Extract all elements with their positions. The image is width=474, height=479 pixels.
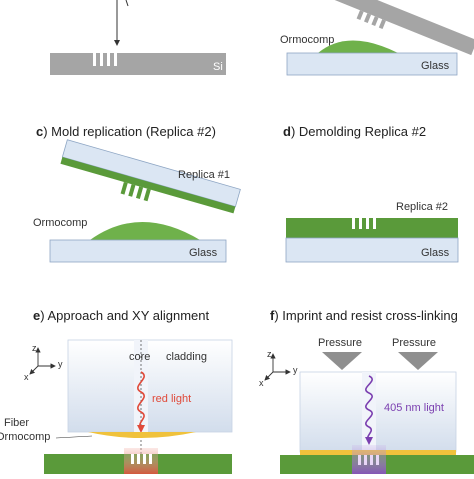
panel-f-letter: f [270, 308, 275, 323]
replica-1-label: Replica #1 [178, 169, 230, 181]
axis-x-f: x [259, 378, 264, 388]
axis-y-e: y [58, 359, 63, 369]
fiber-cladding [67, 339, 233, 433]
glass-substrate-c [49, 239, 227, 263]
replica-1-mold [60, 139, 241, 214]
core-label: core [129, 351, 150, 363]
pressure-arrow-left [322, 352, 362, 370]
pressure-label-right: Pressure [392, 337, 436, 349]
axes-e [29, 347, 56, 375]
panel-d-heading: ) Demolding Replica #2 [291, 124, 426, 139]
axis-x-e: x [24, 372, 29, 382]
ormocomp-yellow-layer [88, 432, 196, 438]
red-light-spot [124, 454, 158, 474]
ormocomp-label-c: Ormocomp [33, 217, 87, 229]
panel-c-heading: ) Mold replication (Replica #2) [43, 124, 216, 139]
glass-substrate-b [286, 52, 458, 76]
cladding-label: cladding [166, 351, 207, 363]
uv-light-wave [365, 375, 373, 441]
glass-label-b: Glass [421, 60, 450, 72]
axes-f [264, 353, 291, 381]
pressure-arrow-right [398, 352, 438, 370]
replica-2-layer [286, 218, 458, 238]
silicon-mold-trenches [93, 53, 117, 66]
panel-c-title: c) Mold replication (Replica #2) [36, 124, 216, 139]
panel-c: c) Mold replication (Replica #2) Replica… [33, 124, 241, 263]
panel-f-title: f) Imprint and resist cross-linking [270, 308, 458, 323]
3d-mold [322, 0, 474, 56]
uv-light-arrowhead [365, 437, 373, 445]
panel-d-title: d) Demolding Replica #2 [283, 124, 426, 139]
glass-substrate-d [285, 237, 459, 263]
panel-e-letter: e [33, 308, 40, 323]
replica-2-trenches [352, 218, 376, 229]
mold-trenches-e [131, 454, 152, 464]
red-light-label: red light [152, 393, 191, 405]
glass-label-c: Glass [189, 247, 218, 259]
glass-label-d: Glass [421, 247, 450, 259]
ormocomp-label-b: Ormocomp [280, 34, 334, 46]
uv-light-label: 405 nm light [384, 402, 444, 414]
ormocomp-droplet-c [90, 222, 200, 240]
panel-d-letter: d [283, 124, 291, 139]
silicon-label: Si [213, 61, 223, 73]
fiber-f [299, 371, 457, 453]
replica-2-label: Replica #2 [396, 201, 448, 213]
ormocomp-droplet-b [318, 40, 398, 53]
axis-z-f: z [267, 349, 272, 359]
uv-light-spot [352, 445, 386, 474]
panel-e-heading: ) Approach and XY alignment [40, 308, 209, 323]
red-light-arrowhead [137, 425, 145, 433]
panel-f: f) Imprint and resist cross-linking z y … [259, 308, 474, 474]
probe-arrow-head [114, 40, 120, 46]
red-light-wave [137, 371, 145, 429]
panel-a: Si [50, 0, 226, 75]
ormocomp-leader-e [55, 435, 93, 439]
panel-d: d) Demolding Replica #2 Replica #2 Glass [283, 124, 459, 263]
fiber-core-f [362, 372, 376, 452]
axis-z-e: z [32, 343, 37, 353]
probe-tick [125, 0, 129, 7]
axis-y-f: y [293, 365, 298, 375]
panel-e: e) Approach and XY alignment z y x core … [0, 308, 233, 474]
mold-trenches-f [358, 455, 379, 465]
panel-b: 3D Mold Ormocomp Glass [280, 0, 474, 76]
fiber-label: Fiber [4, 417, 29, 429]
panel-e-title: e) Approach and XY alignment [33, 308, 209, 323]
ormocomp-label-e: Ormocomp [0, 431, 50, 443]
panel-f-heading: ) Imprint and resist cross-linking [274, 308, 458, 323]
pressure-label-left: Pressure [318, 337, 362, 349]
silicon-substrate [50, 53, 226, 75]
panel-c-letter: c [36, 124, 43, 139]
